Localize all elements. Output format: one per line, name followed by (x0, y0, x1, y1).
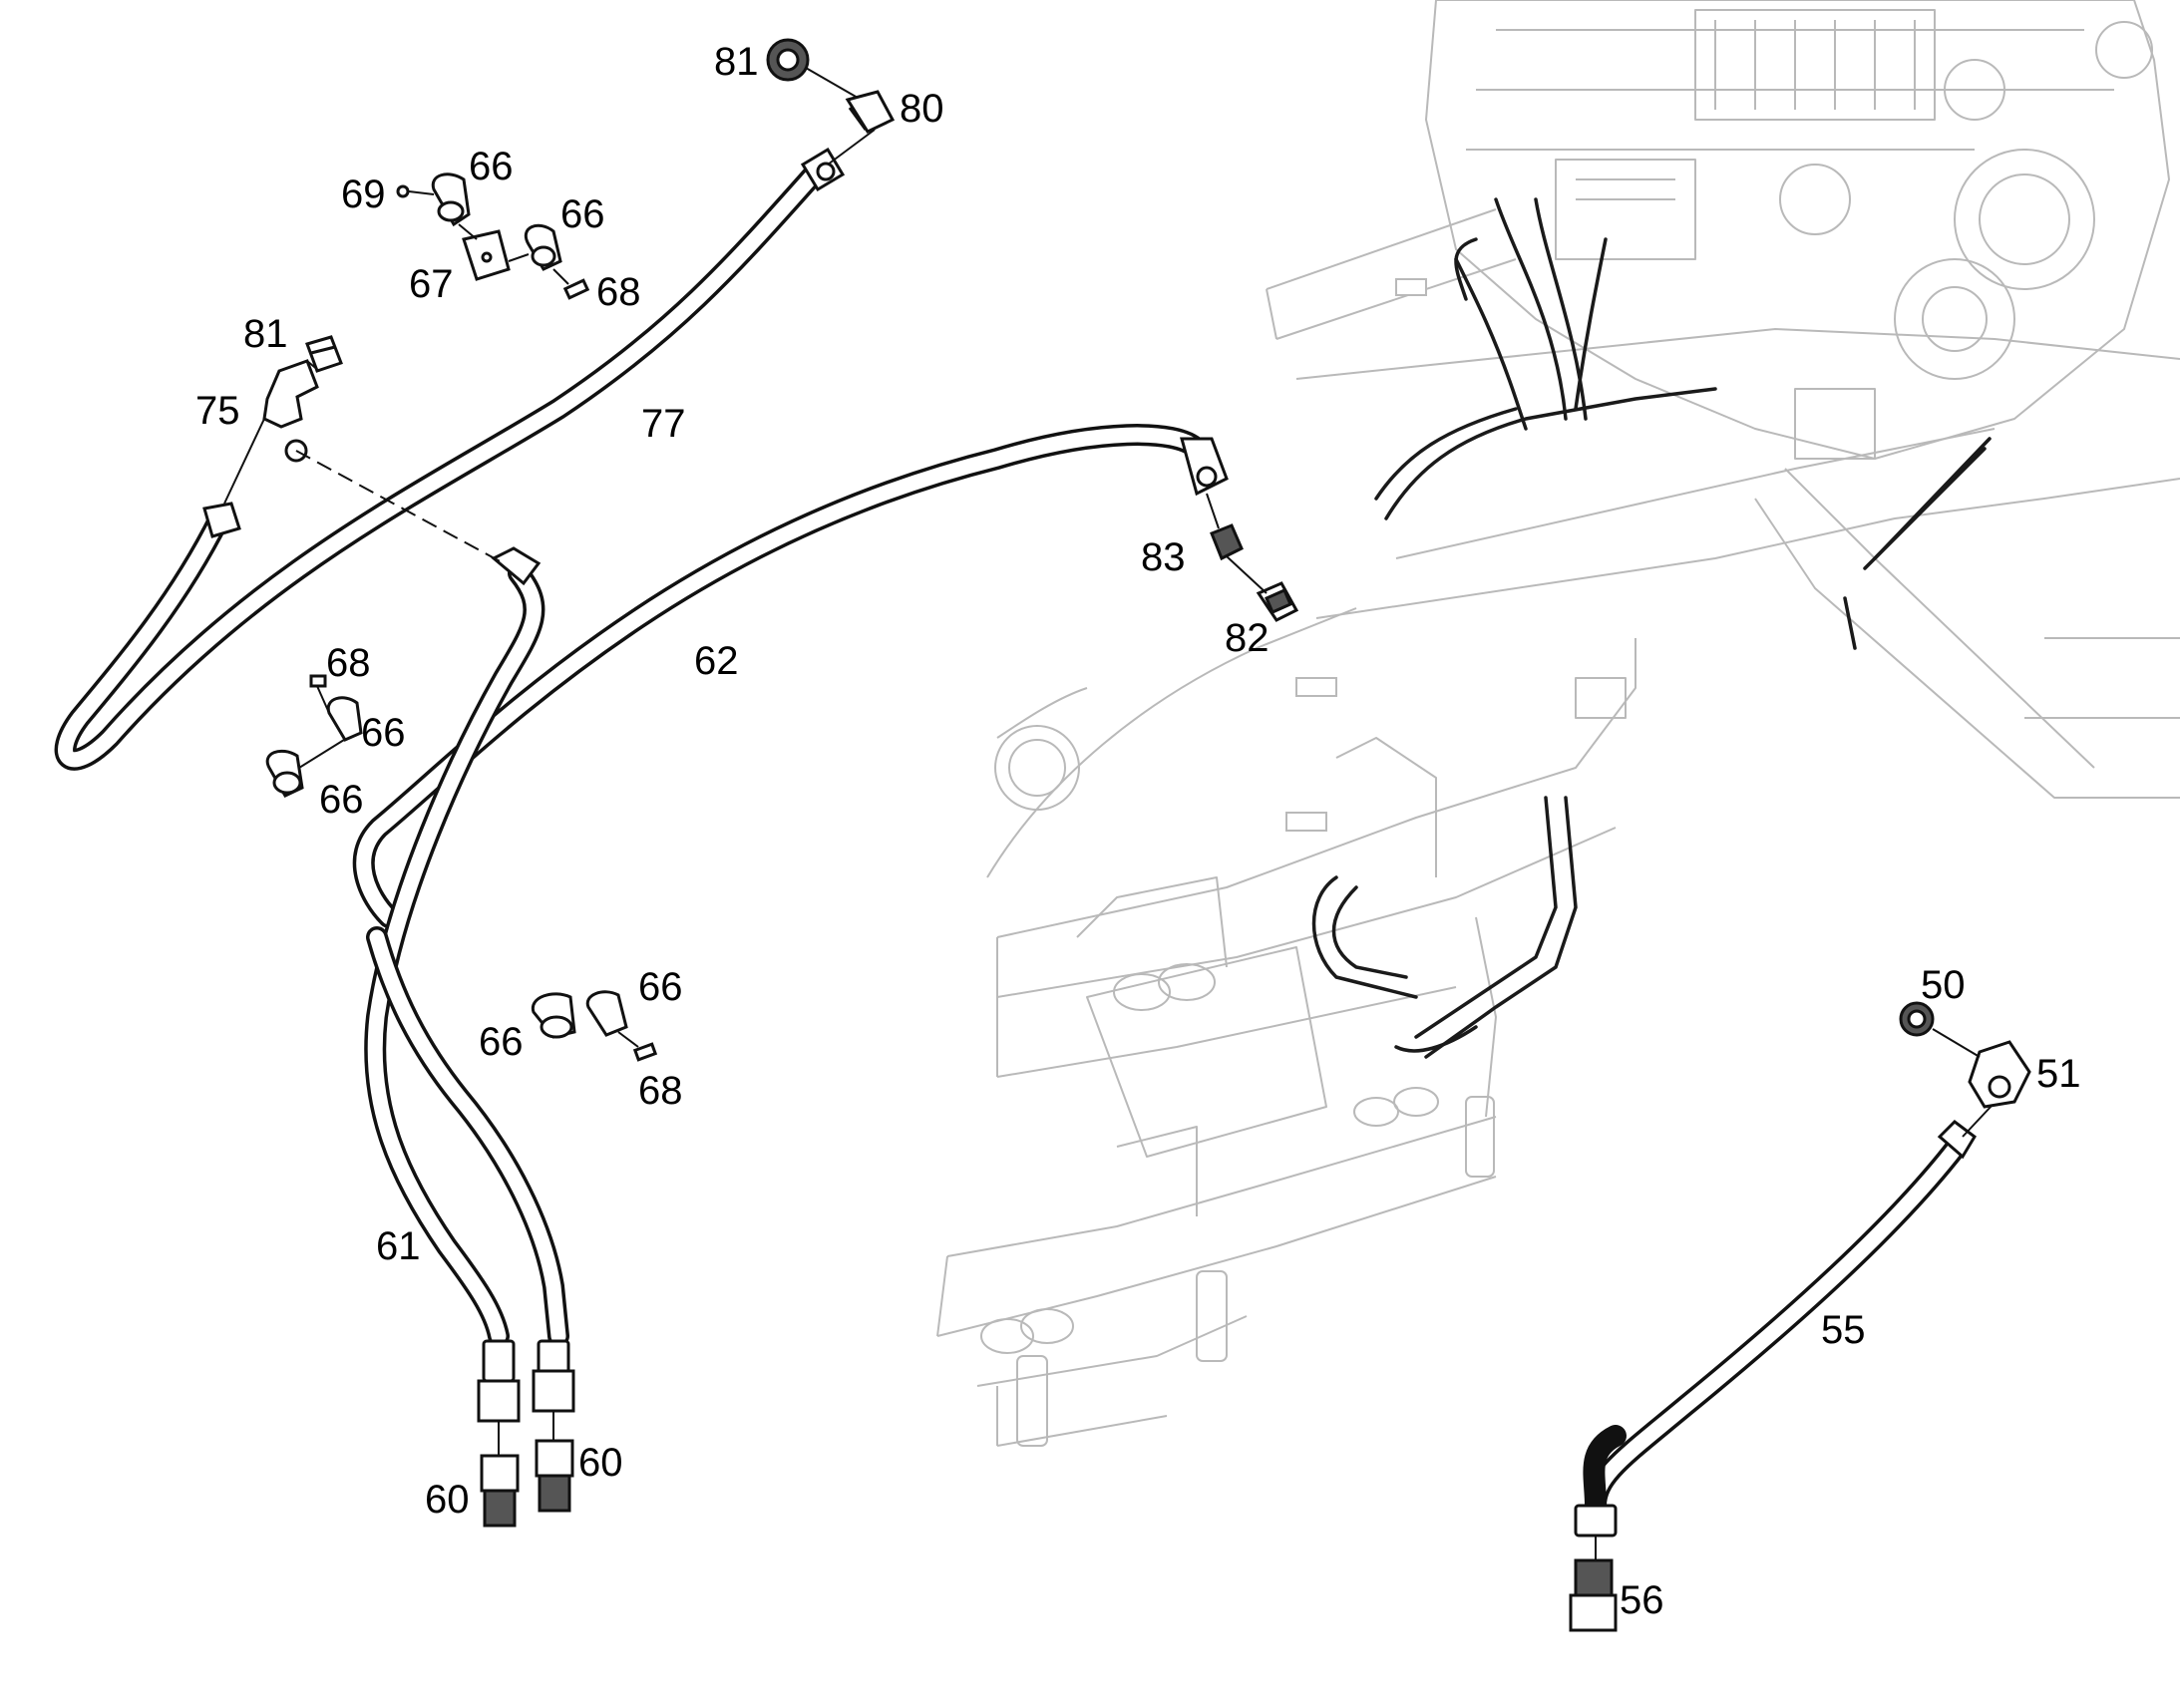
callout-80: 80 (900, 87, 944, 131)
callout-labels: 81 80 69 66 66 67 68 81 75 77 83 82 62 6… (195, 40, 2081, 1622)
fitting-82 (1256, 581, 1299, 622)
nut-51 (1968, 1040, 2031, 1109)
hose-end-77-top (800, 147, 846, 192)
callout-66-b: 66 (560, 192, 605, 236)
hose-61 (364, 562, 569, 1347)
callout-67: 67 (409, 262, 454, 306)
hose-end-55-top (1937, 1120, 1977, 1160)
callout-66-e: 66 (638, 965, 683, 1009)
screw-69 (396, 184, 410, 198)
fitting-80 (845, 90, 896, 134)
clamp-66-e (531, 992, 576, 1039)
callout-66-c: 66 (361, 711, 406, 755)
screw-68-a (562, 278, 590, 300)
callout-69: 69 (341, 172, 386, 216)
clamp-66-a (431, 172, 471, 227)
callout-82: 82 (1225, 616, 1270, 660)
callout-60-a: 60 (425, 1478, 470, 1522)
chassis-background (936, 0, 2180, 1447)
hose-end-61-b (532, 1339, 575, 1413)
callout-60-b: 60 (578, 1441, 623, 1485)
screw-68-b (309, 674, 327, 688)
callout-50: 50 (1921, 963, 1966, 1007)
clamp-66-b (525, 223, 562, 271)
callout-61: 61 (376, 1224, 421, 1268)
clamp-66-c (326, 696, 363, 742)
tee-75 (262, 359, 319, 463)
callout-66-a: 66 (469, 145, 514, 188)
plug-50 (1899, 1001, 1935, 1037)
fitting-60-b (535, 1439, 574, 1513)
callout-77: 77 (641, 402, 686, 446)
callout-66-d: 66 (319, 778, 364, 822)
clamp-66-f (585, 990, 628, 1037)
hose-end-55-bottom (1574, 1504, 1618, 1537)
callout-51: 51 (2036, 1052, 2081, 1096)
callout-68-a: 68 (596, 270, 641, 314)
hose-end-61-top (491, 546, 542, 586)
callout-83: 83 (1141, 535, 1186, 579)
plug-81-left (305, 335, 343, 373)
callout-75: 75 (195, 389, 240, 433)
hose-end-75-lower (202, 502, 241, 538)
screw-68-c (632, 1042, 658, 1062)
adapter-83 (1210, 523, 1244, 561)
hose-62 (352, 424, 1208, 928)
bracket-67 (462, 229, 511, 281)
callout-56: 56 (1620, 1578, 1664, 1622)
callout-68-b: 68 (326, 641, 371, 685)
callout-68-c: 68 (638, 1069, 683, 1113)
callout-62: 62 (694, 639, 739, 683)
callout-66-f: 66 (479, 1020, 524, 1064)
hose-77 (54, 157, 831, 771)
fitting-60-a (480, 1454, 520, 1528)
callout-81-top: 81 (714, 40, 759, 84)
hose-55 (1583, 1136, 1968, 1517)
callout-81-left: 81 (243, 312, 288, 356)
fitting-81-top (766, 38, 810, 82)
hose-end-62 (1180, 437, 1229, 497)
leader-lines (223, 67, 1994, 1560)
clamp-66-d (265, 749, 304, 798)
callout-55: 55 (1821, 1308, 1866, 1352)
hose-end-61-a (477, 1339, 521, 1423)
fitting-56 (1569, 1558, 1618, 1632)
